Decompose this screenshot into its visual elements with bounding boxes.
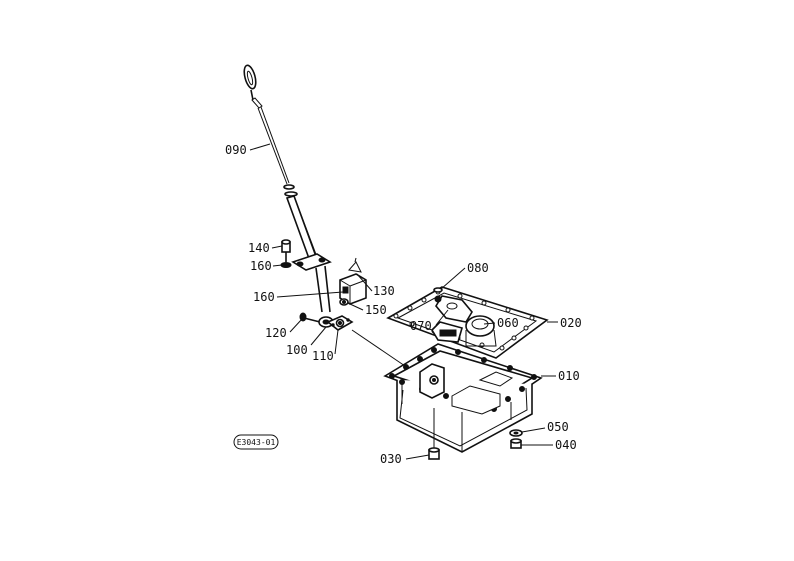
label-060: 060 xyxy=(497,316,519,330)
label-120: 120 xyxy=(265,326,287,340)
drain-plug-030 xyxy=(428,408,440,460)
leader-lines xyxy=(249,143,558,460)
label-130: 130 xyxy=(373,284,395,298)
plug-080 xyxy=(433,287,443,303)
label-030: 030 xyxy=(380,452,402,466)
washer-050 xyxy=(509,429,523,437)
flange-110 xyxy=(326,315,354,331)
washer-160 xyxy=(280,262,292,268)
label-100: 100 xyxy=(286,343,308,357)
dipstick xyxy=(243,64,332,313)
bracket-130 xyxy=(339,257,367,305)
bolt-120 xyxy=(299,312,321,323)
drawing-code: E3043-01 xyxy=(237,438,276,447)
label-160-lower: 160 xyxy=(253,290,275,304)
label-040: 040 xyxy=(555,438,577,452)
clip-150 xyxy=(339,298,349,306)
plug-040 xyxy=(510,438,522,449)
label-160-upper: 160 xyxy=(250,259,272,273)
label-050: 050 xyxy=(547,420,569,434)
label-140: 140 xyxy=(248,241,270,255)
callout-labels: 090 140 160 160 130 150 120 100 110 080 … xyxy=(225,143,582,466)
oil-pan-010 xyxy=(383,343,543,453)
strainer-070 xyxy=(430,295,473,343)
bolt-140 xyxy=(281,239,291,262)
label-010: 010 xyxy=(558,369,580,383)
label-020: 020 xyxy=(560,316,582,330)
drawing-code-badge: E3043-01 xyxy=(233,434,279,450)
label-150: 150 xyxy=(365,303,387,317)
label-090: 090 xyxy=(225,143,247,157)
label-080: 080 xyxy=(467,261,489,275)
label-110: 110 xyxy=(312,349,334,363)
label-070: 070 xyxy=(410,319,432,333)
